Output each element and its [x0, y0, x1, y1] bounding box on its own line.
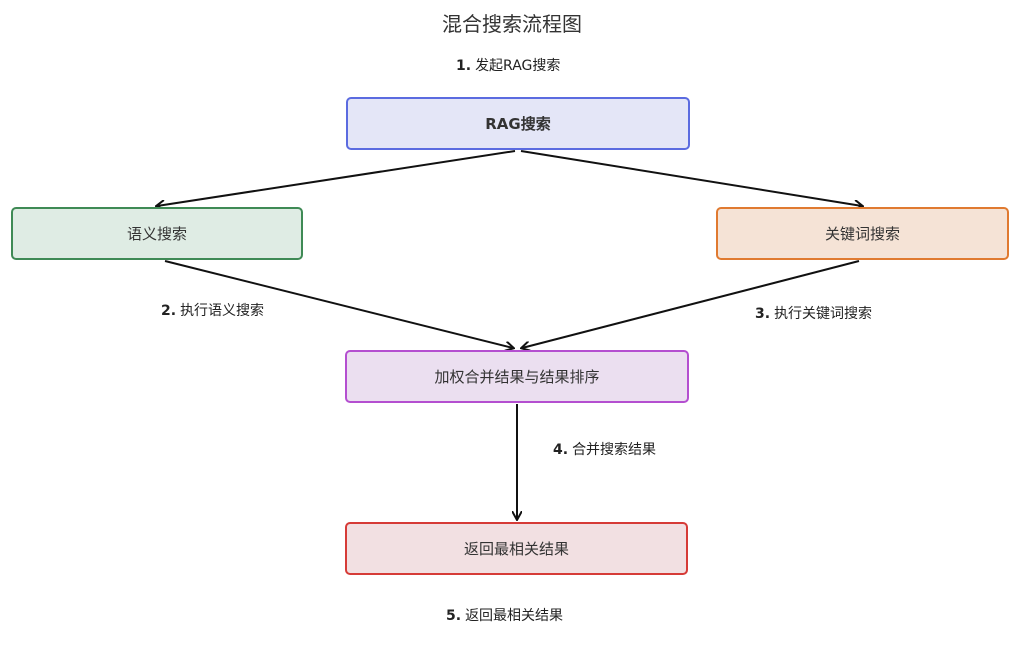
step-3-label: 3.执行关键词搜索 [755, 306, 873, 322]
edge-rag-to-semantic [157, 150, 516, 206]
step-5-label: 5.返回最相关结果 [446, 608, 564, 624]
edge-rag-to-keyword [520, 150, 862, 206]
step-4-label: 4.合并搜索结果 [553, 442, 657, 458]
node-rag-search: RAG搜索 [346, 97, 690, 150]
edge-semantic-to-merge [164, 260, 513, 348]
diagram-title: 混合搜索流程图 [442, 12, 582, 36]
node-keyword-search: 关键词搜索 [716, 207, 1009, 260]
step-2-label: 2.执行语义搜索 [161, 303, 265, 319]
node-return-results: 返回最相关结果 [345, 522, 688, 575]
step-1-label: 1.发起RAG搜索 [456, 58, 561, 74]
node-weighted-merge: 加权合并结果与结果排序 [345, 350, 689, 403]
edge-keyword-to-merge [522, 260, 860, 348]
node-semantic-search: 语义搜索 [11, 207, 303, 260]
